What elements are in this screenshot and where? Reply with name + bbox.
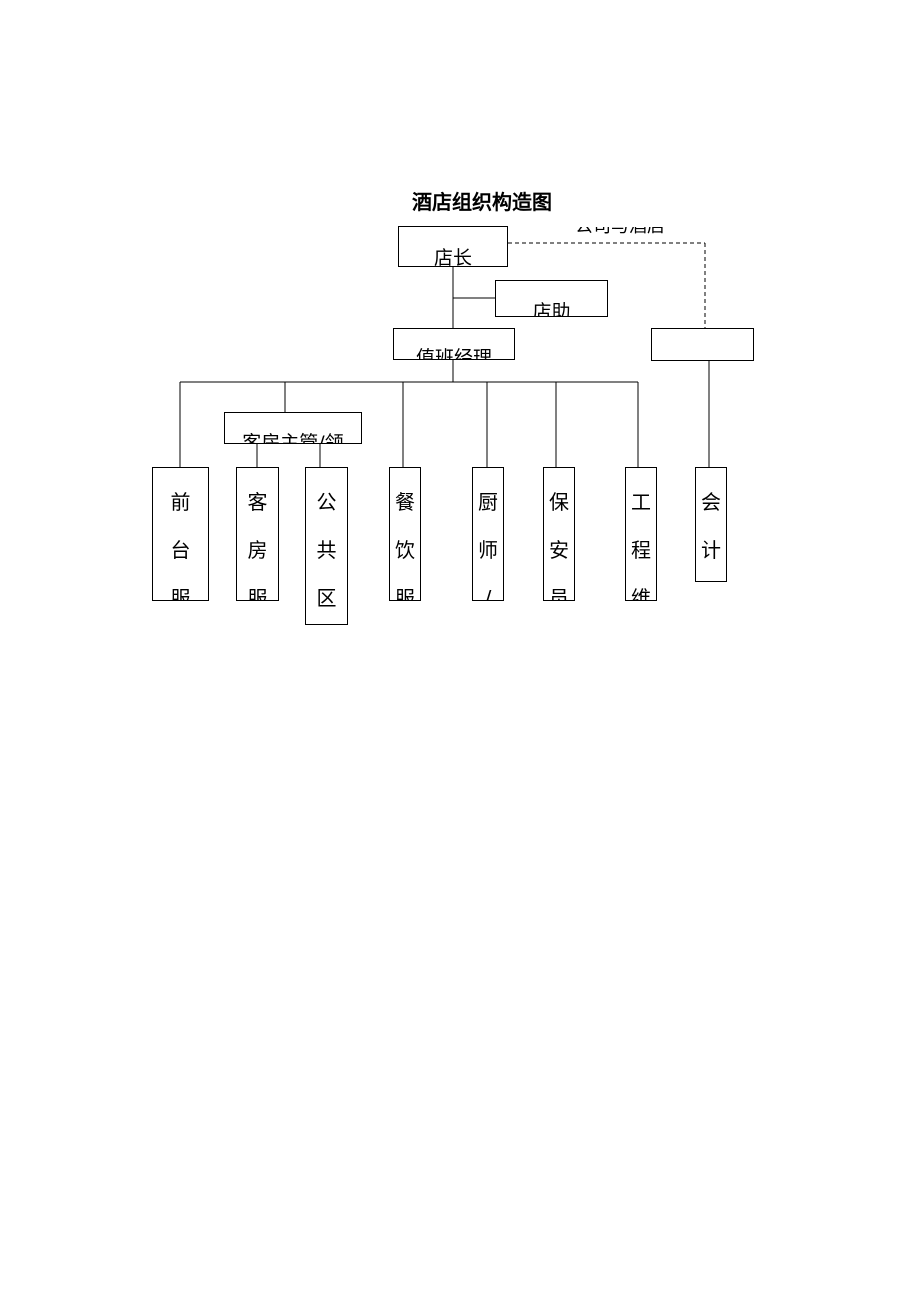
housekeeping-supervisor-label: 客房主管/领 [242,432,344,444]
rooms-box: 客 房 服 [236,467,279,601]
head-office-label: 公司与酒店 [575,227,685,236]
assistant-box: 店助 [495,280,608,317]
manager-label: 店长 [433,247,472,267]
page-title: 酒店组织构造图 [412,190,552,214]
front-desk-box: 前 台 服 [152,467,209,601]
duty-manager-label: 值班经理 [415,347,492,360]
housekeeping-supervisor-box: 客房主管/领 [224,412,362,444]
duty-manager-box: 值班经理 [393,328,515,360]
catering-box: 餐 饮 服 [389,467,421,601]
assistant-label: 店助 [532,301,571,317]
manager-box: 店长 [398,226,508,267]
public-area-box: 公 共 区 [305,467,348,625]
accounting-box: 会 计 [695,467,727,582]
security-box: 保 安 员 [543,467,575,601]
engineering-box: 工 程 维 [625,467,657,601]
chef-box: 厨 师 / [472,467,504,601]
accounting-header-box [651,328,754,361]
